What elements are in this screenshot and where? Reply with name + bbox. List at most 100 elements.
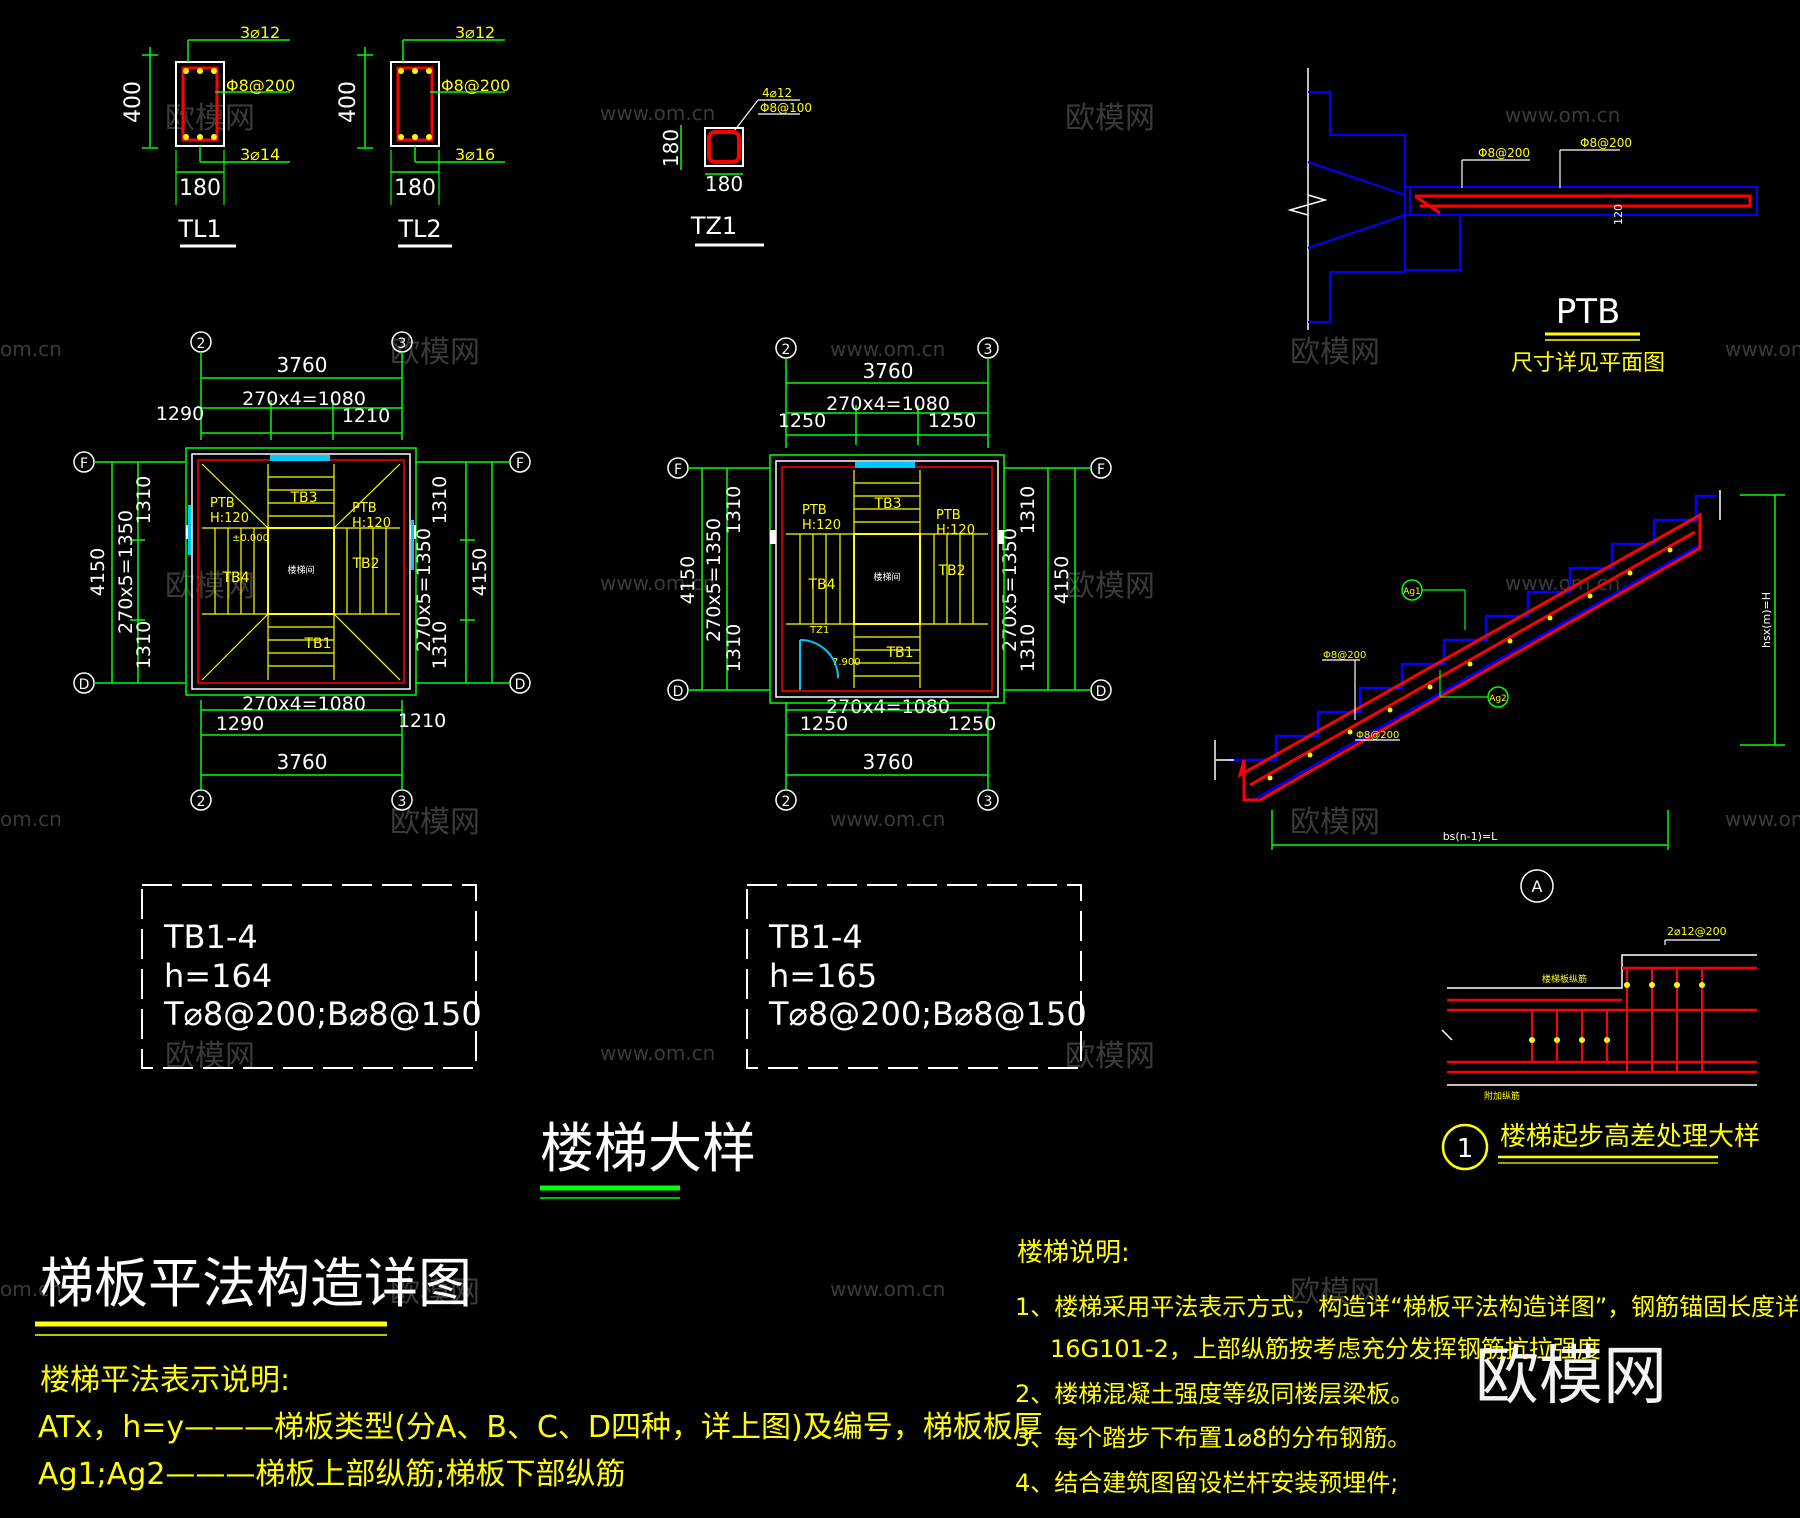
axis-label: 2 <box>782 342 791 358</box>
ptb-rebar-1: Φ8@200 <box>1478 146 1530 160</box>
tz1-height: 180 <box>659 129 683 167</box>
tb2-label: TB2 <box>937 563 965 579</box>
flatmethod-line1: ATx，h=y———梯板类型(分A、B、C、D四种，详上图)及编号，梯板板厚 <box>38 1410 1043 1445</box>
note-line2: h=165 <box>769 957 877 995</box>
watermark-brand-large: 欧模网 <box>1475 1340 1667 1414</box>
axis-label: F <box>516 456 524 472</box>
flatmethod-title: 梯板平法构造详图 <box>40 1252 472 1315</box>
tz-label: TZ1 <box>809 625 829 636</box>
axis-label: F <box>80 456 88 472</box>
dim-tread-top: 270x4=1080 <box>826 393 950 415</box>
detail-number: 1 <box>1457 1134 1474 1164</box>
section-mark: A <box>1532 877 1543 896</box>
watermark-url: www.om.cn <box>600 571 715 595</box>
watermark-brand: 欧模网 <box>1065 101 1155 136</box>
stair-plan-right: 2 3 2 3 F F D D 3760 270x4=1080 1250 125… <box>667 337 1112 811</box>
tb1-label: TB1 <box>303 636 331 652</box>
ptb-right-label: PTB <box>352 501 377 516</box>
dim-total-width: 3760 <box>863 750 914 774</box>
section-height-label: hsx(m)=H <box>1760 592 1773 648</box>
ptb-left-h: H:120 <box>210 511 249 526</box>
tl1-label: TL1 <box>177 215 221 243</box>
tl1-height: 400 <box>121 81 146 123</box>
ptb-right-h: H:120 <box>936 523 975 538</box>
tl2-top-rebar: 3⌀12 <box>455 23 495 42</box>
axis-label: 3 <box>984 342 993 358</box>
section-length-label: bs(n-1)=L <box>1443 830 1498 843</box>
note-line2: h=164 <box>164 957 272 995</box>
ptb-left-h: H:120 <box>802 518 841 533</box>
dim-seg-left-top: 1250 <box>778 410 826 432</box>
dim-total-width: 3760 <box>863 359 914 383</box>
watermark-brand: 欧模网 <box>1065 1039 1155 1074</box>
elevation-label: ±0.000 <box>232 533 269 544</box>
axis-label: D <box>79 677 90 693</box>
dim-seg-right-top: 1210 <box>342 405 390 427</box>
tl1-stirrup: Φ8@200 <box>226 76 295 95</box>
stair-plan-left: 2 3 2 3 F F D D 3760 27 <box>73 331 531 811</box>
dim-tread-bottom: 270x4=1080 <box>242 693 366 715</box>
detail-rebar: 2⌀12@200 <box>1667 925 1727 938</box>
dim-seg-right-top: 1250 <box>928 410 976 432</box>
axis-label: 3 <box>398 794 407 810</box>
dim-tread-top: 270x4=1080 <box>242 388 366 410</box>
watermark-brand: 欧模网 <box>1290 805 1380 840</box>
watermark-brand: 欧模网 <box>390 1275 480 1310</box>
dim-seg-right-bottom: 1210 <box>398 710 446 732</box>
watermark-url: www.om.cn <box>830 1277 945 1301</box>
ptb-left-label: PTB <box>802 503 827 518</box>
watermark-brand: 欧模网 <box>165 101 255 136</box>
dim-tread-bottom: 270x4=1080 <box>826 696 950 718</box>
watermark-brand: 欧模网 <box>1290 1275 1380 1310</box>
dim-tread-side: 270x5=1350 <box>703 518 725 642</box>
watermark-brand: 欧模网 <box>1065 569 1155 604</box>
watermark-brand: 欧模网 <box>1290 335 1380 370</box>
dim-seg-lower: 1310 <box>133 621 155 669</box>
tl2-width: 180 <box>394 176 436 201</box>
watermark-url: www.om.cn <box>600 101 715 125</box>
axis-label: 3 <box>398 336 407 352</box>
dim-seg-left-top: 1290 <box>156 403 204 425</box>
watermark-brand: 欧模网 <box>165 569 255 604</box>
ag1-label: Ag1 <box>1403 587 1421 597</box>
tl1-width: 180 <box>179 176 221 201</box>
dim-seg-left-bottom: 1290 <box>216 713 264 735</box>
notes-line-3: 3、每个踏步下布置1⌀8的分布钢筋。 <box>1015 1424 1411 1452</box>
tl2-stirrup: Φ8@200 <box>441 76 510 95</box>
axis-label: 3 <box>984 794 993 810</box>
ag2-label: Ag2 <box>1489 694 1507 704</box>
axis-label: D <box>515 677 526 693</box>
dim-seg-lower: 1310 <box>1017 624 1039 672</box>
elevation-label: 7.900 <box>832 657 861 668</box>
section-rebar-1: Φ8@200 <box>1323 650 1366 661</box>
watermark-url: om.cn <box>0 1277 62 1301</box>
note-line3: T⌀8@200;B⌀8@150 <box>163 995 482 1033</box>
watermark-url: www.om.cn <box>830 807 945 831</box>
dim-total-depth: 4150 <box>677 556 699 604</box>
axis-label: F <box>1097 462 1105 478</box>
dim-total-width: 3760 <box>277 750 328 774</box>
watermark-url: www.om.cn <box>1725 807 1800 831</box>
notes-line-1a: 1、楼梯采用平法表示方式，构造详“梯板平法构造详图”，钢筋锚固长度详图集 <box>1015 1293 1800 1321</box>
axis-label: 2 <box>197 794 206 810</box>
ptb-thickness: 120 <box>1612 204 1625 225</box>
main-title-group: 楼梯大样 <box>540 1117 756 1199</box>
plan-core-label: 楼梯间 <box>873 571 900 583</box>
detail-1: 2⌀12@200 楼梯板纵筋 附加纵筋 1 楼梯起步高差处理大样 <box>1441 925 1760 1171</box>
tz1-main-rebar: 4⌀12 <box>762 86 792 100</box>
ptb-detail: Φ8@200 Φ8@200 120 PTB 尺寸详见平面图 <box>1287 68 1758 376</box>
detail-title: 楼梯起步高差处理大样 <box>1500 1122 1760 1152</box>
dim-tread-side: 270x5=1350 <box>413 528 435 652</box>
beam-section-tl1: 400 3⌀12 Φ8@200 3⌀14 180 TL1 <box>121 23 295 248</box>
tz1-stirrup: Φ8@100 <box>760 101 812 115</box>
note-box-left: TB1-4 h=164 T⌀8@200;B⌀8@150 <box>141 884 482 1069</box>
axis-label: D <box>1096 684 1107 700</box>
dim-seg-upper: 1310 <box>723 486 745 534</box>
watermark-layer: 欧模网 www.om.cn 欧模网 www.om.cn om.cn 欧模网 ww… <box>0 101 1800 1310</box>
tb3-label: TB3 <box>289 490 317 506</box>
dim-tread-side: 270x5=1350 <box>115 510 137 634</box>
tl1-bottom-rebar: 3⌀14 <box>240 145 280 164</box>
watermark-brand: 欧模网 <box>390 335 480 370</box>
dim-total-depth: 4150 <box>469 548 491 596</box>
